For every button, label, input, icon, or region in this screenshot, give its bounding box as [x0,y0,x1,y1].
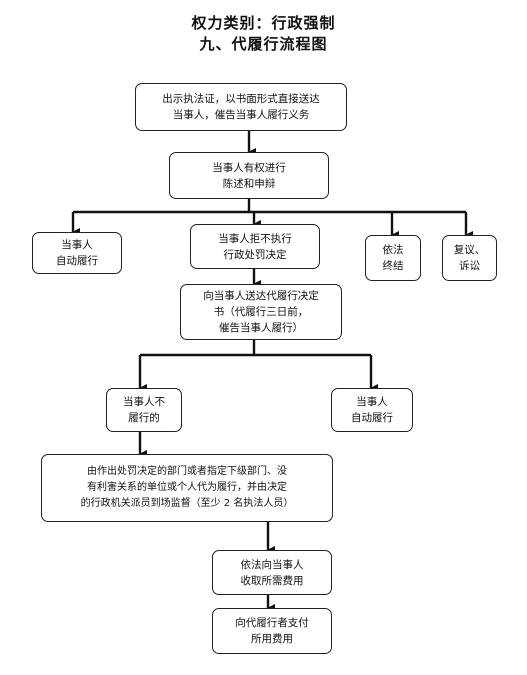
node-self-perform-2-text: 当事人 自动履行 [351,396,393,424]
node-collect-fees-text: 依法向当事人 收取所需费用 [240,558,304,587]
node-designate-perform-text: 由作出处罚决定的部门或者指定下级部门、没 有利害关系的单位或个人代为履行，并由决… [80,466,294,509]
chart-title-category: 权力类别：行政强制 [191,14,336,32]
node-designate-perform: 由作出处罚决定的部门或者指定下级部门、没 有利害关系的单位或个人代为履行，并由决… [41,454,333,522]
node-review-litigation-text: 复议、 诉讼 [453,244,486,272]
node-deliver-decision: 向当事人送达代履行决定 书（代履行三日前， 催告当事人履行） [180,284,342,340]
node-pay-fees-text: 向代履行者支付 所用费用 [235,617,309,645]
node-statement-defense-text: 当事人有权进行 陈述和申辩 [212,161,286,190]
node-self-perform-2: 当事人 自动履行 [331,388,413,432]
node-not-perform-text: 当事人不 履行的 [123,396,165,424]
node-refuse-execute: 当事人拒不执行 行政处罚决定 [190,224,320,269]
node-review-litigation: 复议、 诉讼 [442,235,497,281]
node-statement-defense: 当事人有权进行 陈述和申辩 [169,152,329,199]
node-deliver-decision-text: 向当事人送达代履行决定 书（代履行三日前， 催告当事人履行） [203,290,319,334]
node-show-certificate-text: 出示执法证，以书面形式直接送达 当事人，催告当事人履行义务 [162,93,320,121]
node-self-perform-1: 当事人 自动履行 [32,232,122,274]
node-not-perform: 当事人不 履行的 [106,388,182,432]
node-collect-fees: 依法向当事人 收取所需费用 [212,550,332,595]
node-show-certificate: 出示执法证，以书面形式直接送达 当事人，催告当事人履行义务 [135,83,347,131]
node-pay-fees: 向代履行者支付 所用费用 [212,608,332,654]
chart-title-process: 九、代履行流程图 [199,35,328,53]
node-refuse-execute-text: 当事人拒不执行 行政处罚决定 [218,232,292,261]
node-close-case: 依法 终结 [365,235,421,281]
node-self-perform-1-text: 当事人 自动履行 [56,239,98,267]
node-close-case-text: 依法 终结 [382,244,404,272]
